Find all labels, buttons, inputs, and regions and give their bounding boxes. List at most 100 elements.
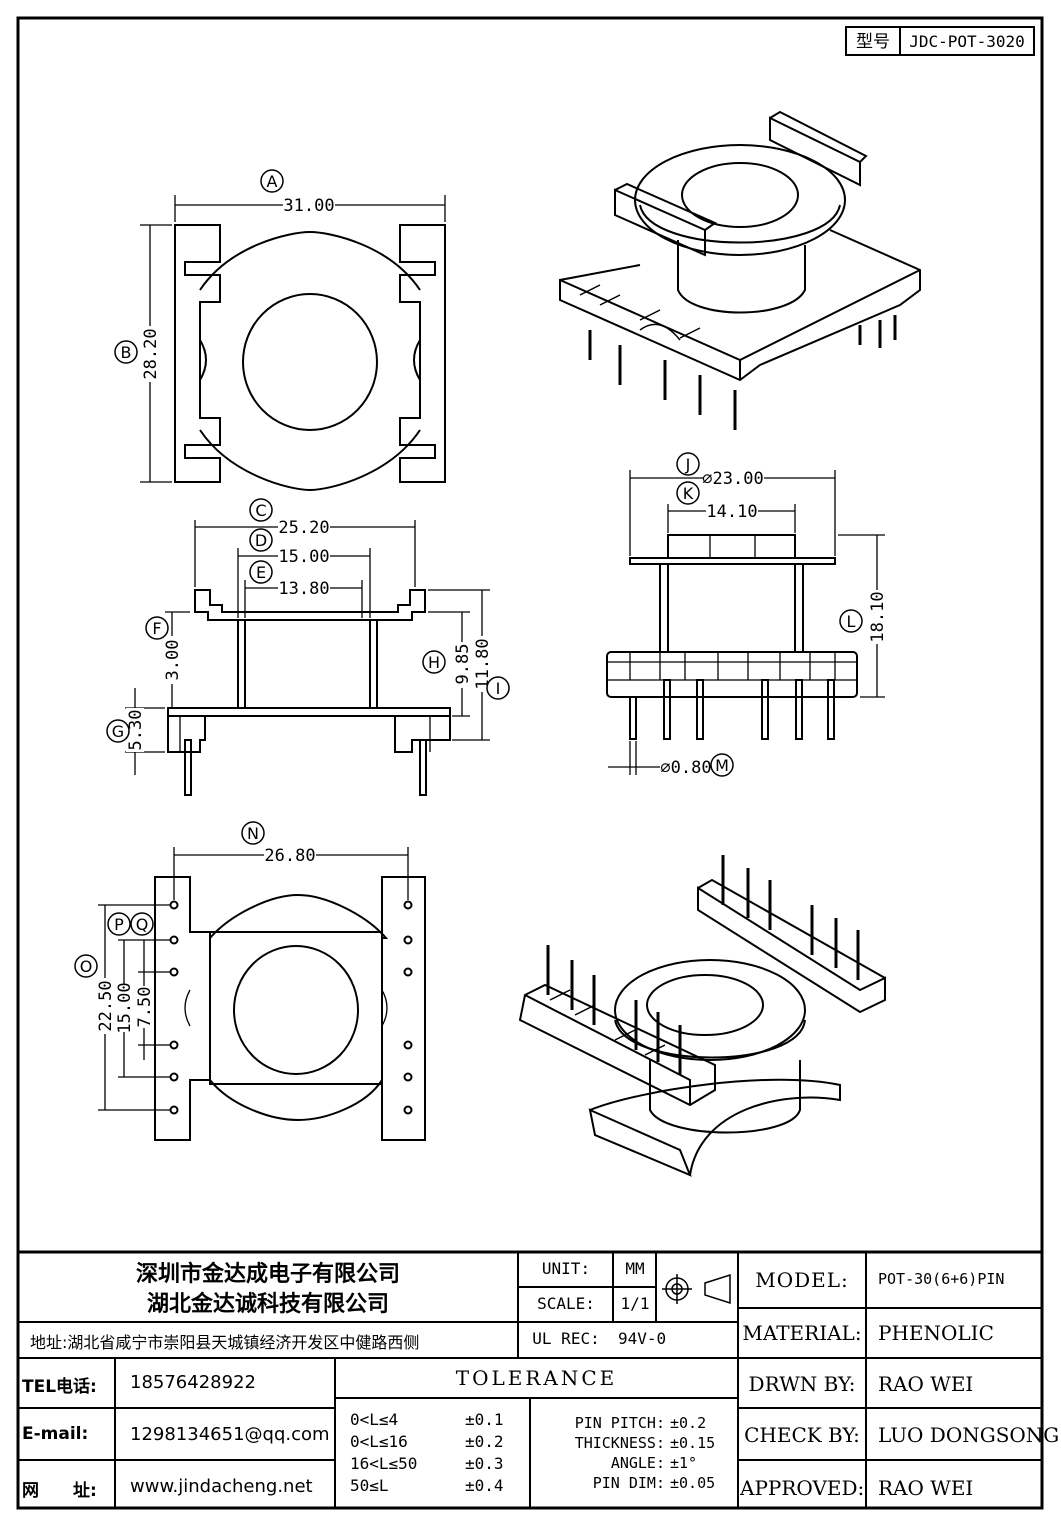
tolerance-value: ±0.1 xyxy=(465,1410,504,1429)
balloon-q: Q xyxy=(130,912,154,936)
balloon-p: P xyxy=(107,912,131,936)
tolerance-row: 0<L≤16 ±0.2 xyxy=(350,1430,525,1452)
tolerance-extra-value: ±0.05 xyxy=(670,1474,716,1492)
balloon-l: L xyxy=(839,609,863,633)
unit-value: MM xyxy=(625,1259,645,1278)
tolerance-extra-label: PIN PITCH: xyxy=(574,1414,665,1432)
dim-g-value: 5.30 xyxy=(126,710,146,751)
drawn-by-value: RAO WEI xyxy=(878,1372,974,1396)
dim-b-value: 28.20 xyxy=(141,328,161,379)
svg-text:I: I xyxy=(496,679,501,698)
svg-text:O: O xyxy=(80,957,93,976)
dim-q-value: 7.50 xyxy=(135,987,155,1028)
model-box-label: 型号 xyxy=(856,32,890,52)
balloon-e: E xyxy=(249,560,273,584)
tolerance-extra-row: PIN PITCH: ±0.2 xyxy=(535,1414,735,1434)
svg-text:H: H xyxy=(428,653,440,672)
tolerance-extra-label: ANGLE: xyxy=(610,1454,665,1472)
tolerance-extra-value: ±0.15 xyxy=(670,1434,716,1452)
balloon-c: C xyxy=(249,498,273,522)
balloon-m: M xyxy=(710,753,734,777)
balloon-f: F xyxy=(145,616,169,640)
company-name-1: 深圳市金达成电子有限公司 xyxy=(135,1262,400,1287)
tolerance-value: ±0.3 xyxy=(465,1454,504,1473)
svg-text:P: P xyxy=(114,915,124,934)
model-number-box: 型号 JDC-POT-3020 xyxy=(845,26,1035,56)
isometric-view-top xyxy=(559,110,921,430)
tel-value: 18576428922 xyxy=(130,1372,256,1393)
dim-p-value: 15.00 xyxy=(115,982,135,1033)
svg-text:M: M xyxy=(715,756,729,775)
balloon-b: B xyxy=(114,340,138,364)
company-address: 地址:湖北省咸宁市崇阳县天城镇经济开发区中健路西侧 xyxy=(30,1333,420,1352)
balloon-a: A xyxy=(260,169,284,193)
tel-label: TEL电话: xyxy=(22,1377,97,1397)
svg-text:A: A xyxy=(267,172,278,191)
svg-text:L: L xyxy=(847,612,856,631)
dim-h-value: 9.85 xyxy=(453,644,473,685)
ul-rec-value: 94V-0 xyxy=(618,1329,667,1348)
tolerance-row: 50≤L±0.4 xyxy=(350,1474,525,1496)
title-block xyxy=(18,1250,1042,1508)
email-value: 1298134651@qq.com xyxy=(130,1424,330,1445)
dim-j-value: ⌀23.00 xyxy=(702,469,763,489)
approved-value: RAO WEI xyxy=(878,1476,974,1500)
svg-text:Q: Q xyxy=(136,915,149,934)
svg-text:N: N xyxy=(247,824,259,843)
website-value: www.jindacheng.net xyxy=(130,1476,313,1497)
email-label: E-mail: xyxy=(22,1424,89,1444)
balloon-n: N xyxy=(241,821,265,845)
dim-o-value: 22.50 xyxy=(96,980,116,1031)
company-name-2: 湖北金达诚科技有限公司 xyxy=(146,1292,389,1317)
model-box-value: JDC-POT-3020 xyxy=(909,32,1025,51)
dim-e-value: 13.80 xyxy=(278,579,329,599)
tolerance-row: 0<L≤4 ±0.1 xyxy=(350,1408,525,1430)
material-value: PHENOLIC xyxy=(878,1321,994,1345)
front-view: 25.20 15.00 13.80 3.00 5.30 9.85 xyxy=(125,516,493,796)
dim-d-value: 15.00 xyxy=(278,547,329,567)
svg-text:B: B xyxy=(121,343,132,362)
unit-label: UNIT: xyxy=(541,1259,591,1278)
top-view: 31.00 28.20 xyxy=(139,194,446,492)
tolerance-range: 0<L≤16 xyxy=(350,1432,408,1451)
model-label: MODEL: xyxy=(755,1268,849,1292)
model-value: POT-30(6+6)PIN xyxy=(878,1270,1005,1288)
scale-value: 1/1 xyxy=(620,1294,650,1313)
tolerance-row: 16<L≤50 ±0.3 xyxy=(350,1452,525,1474)
tolerance-extra-row: PIN DIM: ±0.05 xyxy=(535,1474,735,1494)
check-by-value: LUO DONGSONG xyxy=(878,1423,1060,1447)
website-label: 网 址: xyxy=(22,1481,97,1501)
approved-label: APPROVED: xyxy=(740,1476,865,1500)
drawn-by-label: DRWN BY: xyxy=(748,1372,856,1396)
ul-rec-label: UL REC: xyxy=(532,1329,600,1348)
balloon-k: K xyxy=(676,481,700,505)
projection-symbol-icon xyxy=(662,1273,731,1305)
dim-n-value: 26.80 xyxy=(264,846,315,866)
balloon-d: D xyxy=(249,528,273,552)
svg-text:D: D xyxy=(255,531,267,550)
svg-text:G: G xyxy=(112,722,124,741)
tolerance-range: 50≤L xyxy=(350,1476,389,1495)
tolerance-range: 16<L≤50 xyxy=(350,1454,418,1473)
tolerance-value: ±0.2 xyxy=(465,1432,504,1451)
svg-text:C: C xyxy=(255,501,266,520)
scale-label: SCALE: xyxy=(537,1294,595,1313)
balloon-g: G xyxy=(106,719,130,743)
dim-i-value: 11.80 xyxy=(473,638,493,689)
dim-f-value: 3.00 xyxy=(163,640,183,681)
tolerance-range: 0<L≤4 xyxy=(350,1410,399,1429)
tolerance-extra-value: ±0.2 xyxy=(670,1414,707,1432)
bottom-view: 26.80 22.50 15.00 7.50 xyxy=(95,845,426,1141)
tolerance-extra-row: ANGLE:±1° xyxy=(535,1454,735,1474)
svg-text:K: K xyxy=(683,484,694,503)
tolerance-extra-row: THICKNESS:±0.15 xyxy=(535,1434,735,1454)
svg-text:J: J xyxy=(685,455,691,474)
dim-m-value: ⌀0.80 xyxy=(660,758,711,778)
balloon-i: I xyxy=(486,676,510,700)
dim-a-value: 31.00 xyxy=(283,196,334,216)
tolerance-extra-label: PIN DIM: xyxy=(592,1474,665,1492)
